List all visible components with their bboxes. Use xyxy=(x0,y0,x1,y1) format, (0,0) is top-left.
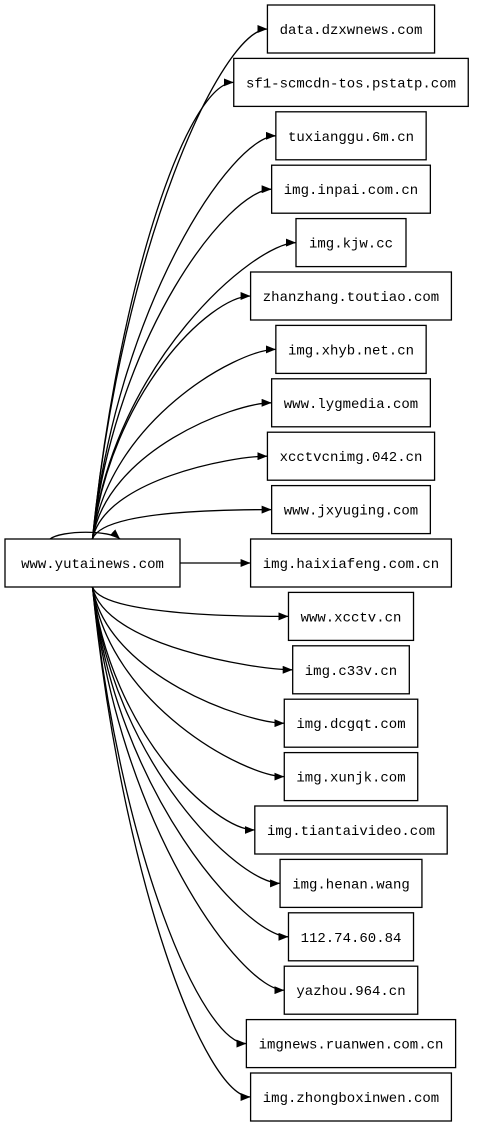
node-target: www.lygmedia.com xyxy=(270,378,432,428)
node-target: www.xcctv.cn xyxy=(287,591,415,642)
nodes-layer: data.dzxwnews.com sf1-scmcdn-tos.pstatp.c… xyxy=(4,4,469,1122)
node-target-box xyxy=(279,858,423,909)
node-target-label: tuxianggu.6m.cn xyxy=(288,130,414,146)
node-target: img.dcgqt.com xyxy=(283,698,419,748)
edge-14 xyxy=(91,586,285,781)
edge-7 xyxy=(91,398,272,540)
node-target: sf1-scmcdn-tos.pstatp.com xyxy=(233,57,469,108)
edge-17 xyxy=(91,586,289,941)
node-target: tuxianggu.6m.cn xyxy=(275,111,427,161)
node-target-box xyxy=(270,164,432,214)
node-source-box xyxy=(4,538,181,588)
node-target: img.kjw.cc xyxy=(295,217,407,268)
node-target: img.c33v.cn xyxy=(292,645,410,695)
edge-2 xyxy=(91,131,276,540)
edges-layer xyxy=(49,25,297,1101)
node-target-box xyxy=(249,538,453,588)
node-target-label: img.henan.wang xyxy=(292,877,410,893)
edge-self-loop xyxy=(49,529,121,540)
edge-15 xyxy=(91,586,255,834)
node-target-box xyxy=(275,111,427,161)
node-target-box xyxy=(292,645,410,695)
edge-20 xyxy=(91,586,251,1101)
node-target: img.xhyb.net.cn xyxy=(275,324,427,375)
node-target-box xyxy=(295,217,407,268)
node-target-label: img.inpai.com.cn xyxy=(284,183,418,199)
node-target-label: img.dcgqt.com xyxy=(296,717,405,733)
node-target: img.henan.wang xyxy=(279,858,423,909)
edge-9 xyxy=(91,505,272,540)
node-target-label: yazhou.964.cn xyxy=(296,984,405,1000)
node-target-label: zhanzhang.toutiao.com xyxy=(263,290,439,306)
edge-8 xyxy=(91,452,268,540)
node-target: imgnews.ruanwen.com.cn xyxy=(245,1018,457,1069)
node-target-box xyxy=(270,378,432,428)
node-target-box xyxy=(287,591,415,642)
node-target: www.jxyuging.com xyxy=(270,484,432,535)
node-target-label: img.zhongboxinwen.com xyxy=(263,1091,439,1107)
edge-11 xyxy=(91,586,289,621)
edge-5 xyxy=(91,292,251,540)
node-target-box xyxy=(283,751,419,802)
node-target: data.dzxwnews.com xyxy=(266,4,436,54)
node-target: img.xunjk.com xyxy=(283,751,419,802)
node-target-box xyxy=(249,1072,453,1122)
node-target-box xyxy=(287,912,415,962)
node-target: img.inpai.com.cn xyxy=(270,164,432,214)
edge-3 xyxy=(91,185,272,540)
node-target-box xyxy=(249,271,453,321)
node-target-box xyxy=(266,431,436,481)
edge-19 xyxy=(91,586,247,1048)
node-target-label: data.dzxwnews.com xyxy=(280,23,423,39)
node-target-label: imgnews.ruanwen.com.cn xyxy=(259,1038,444,1054)
node-target-label: www.lygmedia.com xyxy=(284,397,418,413)
node-target-box xyxy=(283,698,419,748)
edge-1 xyxy=(91,78,234,540)
edge-16 xyxy=(91,586,281,888)
node-target-label: 112.74.60.84 xyxy=(301,931,402,947)
node-target: zhanzhang.toutiao.com xyxy=(249,271,453,321)
node-target: yazhou.964.cn xyxy=(283,965,419,1015)
node-target-label: img.kjw.cc xyxy=(309,237,393,253)
node-target-label: xcctvcnimg.042.cn xyxy=(280,450,423,466)
node-target-box xyxy=(270,484,432,535)
node-source: www.yutainews.com xyxy=(4,538,181,588)
node-target-box xyxy=(266,4,436,54)
node-target-label: img.xhyb.net.cn xyxy=(288,343,414,359)
edge-6 xyxy=(91,345,276,540)
node-target-box xyxy=(233,57,469,108)
edge-13 xyxy=(91,586,285,728)
node-target-box xyxy=(245,1018,457,1069)
node-target-label: img.haixiafeng.com.cn xyxy=(263,557,439,573)
node-target-label: sf1-scmcdn-tos.pstatp.com xyxy=(246,76,456,92)
node-target: img.haixiafeng.com.cn xyxy=(249,538,453,588)
node-target-label: www.jxyuging.com xyxy=(284,504,418,520)
node-target: 112.74.60.84 xyxy=(287,912,415,962)
node-target-box xyxy=(283,965,419,1015)
node-target-box xyxy=(254,805,448,855)
node-target-label: img.c33v.cn xyxy=(305,664,397,680)
node-target-label: img.tiantaivideo.com xyxy=(267,824,435,840)
node-target: img.zhongboxinwen.com xyxy=(249,1072,453,1122)
node-source-label: www.yutainews.com xyxy=(21,557,164,573)
node-target-box xyxy=(275,324,427,375)
node-target: xcctvcnimg.042.cn xyxy=(266,431,436,481)
node-target-label: www.xcctv.cn xyxy=(301,610,402,626)
node-target: img.tiantaivideo.com xyxy=(254,805,448,855)
edge-12 xyxy=(91,586,293,674)
node-target-label: img.xunjk.com xyxy=(296,771,405,787)
edge-18 xyxy=(91,586,285,995)
